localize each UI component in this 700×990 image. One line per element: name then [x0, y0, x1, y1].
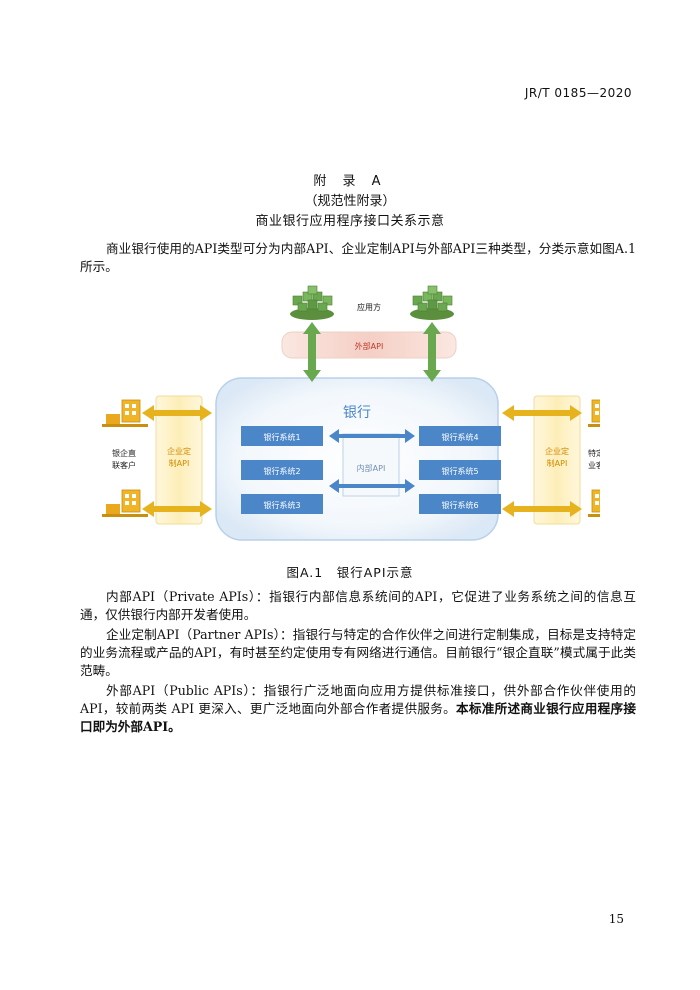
partner-api-definition: 企业定制API（Partner APIs）：指银行与特定的合作伙伴之间进行定制集… — [80, 627, 636, 678]
bank-system-1: 银行系统1 — [263, 432, 300, 442]
public-api-text: 外部API（Public APIs）：指银行广泛地面向应用方提供标准接口，供外部… — [80, 683, 636, 716]
bank-system-3-box — [241, 494, 323, 514]
appendix-type: （规范性附录） — [304, 194, 396, 209]
external-api-band — [281, 331, 457, 359]
standard-number: JR/T 0185—2020 — [524, 86, 632, 100]
partner-api-label-left-1: 企业定 — [167, 446, 191, 456]
external-api-arrow-left — [303, 322, 321, 382]
internal-api-arrow-top — [329, 429, 415, 443]
bank-system-1-box — [241, 426, 323, 446]
partner-api-label-right-2: 制API — [547, 458, 568, 468]
right-client-label-1: 特定企 — [588, 448, 600, 458]
partner-api-band-left — [155, 395, 203, 525]
bank-system-2-box — [241, 460, 323, 480]
right-client-label-2: 业客户 — [588, 460, 600, 470]
bank-api-diagram: 银行 外部API 应用方 企业定 制API — [102, 285, 600, 541]
bank-system-5-box — [419, 460, 501, 480]
partner-api-band-right — [533, 395, 581, 525]
bank-label: 银行 — [343, 405, 371, 421]
intro-paragraph: 商业银行使用的API类型可分为内部API、企业定制API与外部API三种类型，分… — [80, 241, 636, 274]
app-right-icon — [410, 285, 454, 320]
public-api-definition: 外部API（Public APIs）：指银行广泛地面向应用方提供标准接口，供外部… — [80, 682, 636, 736]
internal-api-label: 内部API — [357, 463, 386, 473]
partner-api-label-left-2: 制API — [169, 458, 190, 468]
bank-system-6: 银行系统6 — [441, 500, 478, 510]
building-icon-left-bottom — [102, 489, 148, 517]
partner-arrow-right-bottom — [502, 501, 582, 517]
internal-api-arrow-bottom — [329, 479, 415, 493]
partner-api-label-right-1: 企业定 — [545, 446, 569, 456]
bank-system-5: 银行系统5 — [441, 466, 478, 476]
appendix-title: 商业银行应用程序接口关系示意 — [255, 214, 445, 229]
bank-system-3: 银行系统3 — [263, 500, 300, 510]
page-number: 15 — [608, 912, 624, 926]
appendix-label: 附 录 A — [313, 174, 387, 189]
external-api-label: 外部API — [355, 341, 384, 351]
bank-system-4-box — [419, 426, 501, 446]
public-api-bold-note: 本标准所述商业银行应用程序接口即为外部API。 — [80, 701, 637, 734]
building-icon-right-bottom — [588, 489, 600, 517]
bank-system-4: 银行系统4 — [441, 432, 478, 442]
partner-arrow-right-top — [502, 405, 582, 421]
bank-system-2: 银行系统2 — [263, 466, 300, 476]
partner-arrow-left-top — [142, 405, 212, 421]
left-client-label-2: 联客户 — [112, 460, 136, 470]
app-side-label: 应用方 — [357, 302, 381, 312]
partner-arrow-left-bottom — [142, 501, 212, 517]
external-api-arrow-right — [423, 322, 441, 382]
figure-caption: 图A.1 银行API示意 — [286, 565, 414, 580]
building-icon-left-top — [102, 399, 148, 427]
private-api-definition: 内部API（Private APIs）：指银行内部信息系统间的API，它促进了业… — [80, 589, 636, 622]
left-client-label-1: 银企直 — [112, 448, 136, 458]
bank-system-6-box — [419, 494, 501, 514]
building-icon-right-top — [588, 399, 600, 427]
app-left-icon — [290, 285, 334, 320]
